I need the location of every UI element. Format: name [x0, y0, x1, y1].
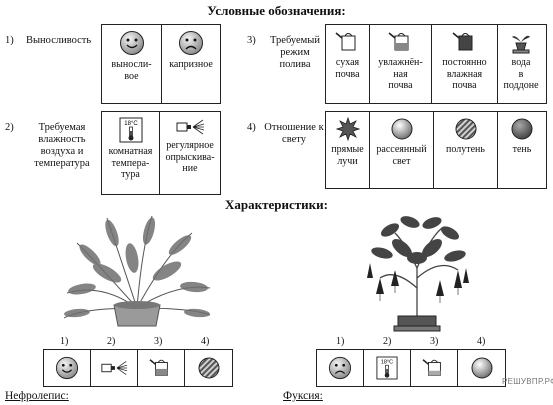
sad-face-icon	[179, 31, 203, 55]
fuchsia-watering	[411, 350, 458, 386]
legend-spraying-label: регулярное опрыскива- ние	[165, 140, 215, 174]
group-2-number: 2)	[5, 122, 14, 133]
group-1-label: Выносливость	[26, 35, 92, 46]
group-1-number: 1)	[5, 35, 14, 46]
nephrolepis-num-1: 1)	[60, 336, 69, 347]
direct-sun-icon	[335, 117, 360, 141]
diffused-light-icon	[391, 118, 412, 140]
watering-can-moist-icon	[387, 32, 408, 51]
fuchsia-light	[458, 350, 505, 386]
legend-hardy-label: выносли- вое	[111, 59, 152, 82]
legend-direct-light-label: прямые лучи	[331, 144, 364, 167]
nephrolepis-plant-image	[63, 215, 211, 327]
group-2-label: Требуемая влажность воздуха и температур…	[34, 122, 90, 169]
legend-moist-soil: увлажнён- ная почва	[370, 25, 432, 103]
nephrolepis-num-3: 3)	[154, 336, 163, 347]
legend-dry-soil: сухая почва	[326, 25, 370, 103]
spray-icon	[176, 119, 205, 135]
endurance-legend-box: выносли- вое капризное	[101, 24, 221, 104]
nephrolepis-num-4: 4)	[201, 336, 210, 347]
legend-diffused-light: рассеянный свет	[370, 112, 434, 188]
nephrolepis-watering	[138, 350, 185, 386]
nephrolepis-characteristics	[43, 349, 233, 387]
fuchsia-num-1: 1)	[336, 336, 345, 347]
legend-water-tray-label: вода в поддоне	[503, 57, 539, 91]
legend-room-temperature: 18°C комнатная темпера- тура	[102, 112, 160, 194]
light-legend-box: прямые лучи рассеянный свет полутень тен…	[325, 111, 547, 189]
thermometer-icon: 18°C	[376, 356, 398, 380]
legend-dry-soil-label: сухая почва	[335, 57, 360, 80]
watering-can-light-icon	[422, 359, 441, 376]
fuchsia-plant-image	[367, 216, 469, 332]
legend-water-tray: вода в поддоне	[498, 25, 544, 103]
legend-wet-soil: постоянно влажная почва	[432, 25, 498, 103]
fuchsia-endurance	[317, 350, 364, 386]
thermometer-label: 18°C	[381, 359, 393, 365]
smile-icon	[55, 356, 79, 380]
legend-hardy: выносли- вое	[102, 25, 162, 103]
legend-half-shade-label: полутень	[446, 144, 485, 155]
watermark: РЕШУВПР.РФ	[502, 377, 553, 386]
watering-can-full-icon	[451, 32, 472, 51]
legend-capricious: капризное	[162, 25, 220, 103]
humidity-legend-box: 18°C комнатная темпера- тура регулярное …	[101, 111, 221, 195]
group-3-number: 3)	[247, 35, 256, 46]
group-4-label: Отношение к свету	[264, 122, 324, 145]
spray-icon	[101, 361, 128, 375]
half-shade-icon	[455, 118, 476, 140]
legend-diffused-light-label: рассеянный свет	[376, 144, 427, 167]
diffused-light-icon	[471, 357, 492, 379]
fuchsia-characteristics: 18°C	[316, 349, 506, 387]
thermometer-label: 18°C	[124, 121, 138, 127]
legend-shade: тень	[498, 112, 546, 188]
legend-half-shade: полутень	[434, 112, 498, 188]
watering-can-medium-icon	[149, 359, 168, 376]
half-shade-icon	[198, 357, 219, 379]
legend-capricious-label: капризное	[169, 59, 213, 70]
legend-direct-light: прямые лучи	[326, 112, 370, 188]
watering-can-dry-icon	[334, 32, 355, 51]
legend-moist-soil-label: увлажнён- ная почва	[378, 57, 423, 91]
sad-face-icon	[328, 356, 352, 380]
group-4-number: 4)	[247, 122, 256, 133]
fuchsia-name: Фуксия:	[283, 390, 323, 402]
thermometer-icon: 18°C	[119, 117, 142, 143]
group-3-label: Требуемый режим полива	[270, 35, 320, 70]
shade-icon	[511, 118, 533, 140]
legend-spraying: регулярное опрыскива- ние	[160, 112, 220, 194]
watering-legend-box: сухая почва увлажнён- ная почва постоянн…	[325, 24, 547, 104]
characteristics-title: Характеристики:	[225, 197, 328, 212]
nephrolepis-name: Нефролепис:	[5, 390, 69, 402]
nephrolepis-num-2: 2)	[107, 336, 116, 347]
legend-shade-label: тень	[512, 144, 532, 155]
legend-room-temperature-label: комнатная темпера- тура	[108, 146, 153, 180]
nephrolepis-humidity	[91, 350, 138, 386]
fuchsia-humidity: 18°C	[364, 350, 411, 386]
fuchsia-num-4: 4)	[477, 336, 486, 347]
fuchsia-num-2: 2)	[383, 336, 392, 347]
nephrolepis-endurance	[44, 350, 91, 386]
fuchsia-num-3: 3)	[430, 336, 439, 347]
legend-wet-soil-label: постоянно влажная почва	[442, 57, 487, 91]
smile-icon	[119, 31, 144, 55]
nephrolepis-light	[185, 350, 232, 386]
potted-plant-tray-icon	[512, 35, 530, 54]
legend-title: Условные обозначения:	[207, 3, 346, 18]
